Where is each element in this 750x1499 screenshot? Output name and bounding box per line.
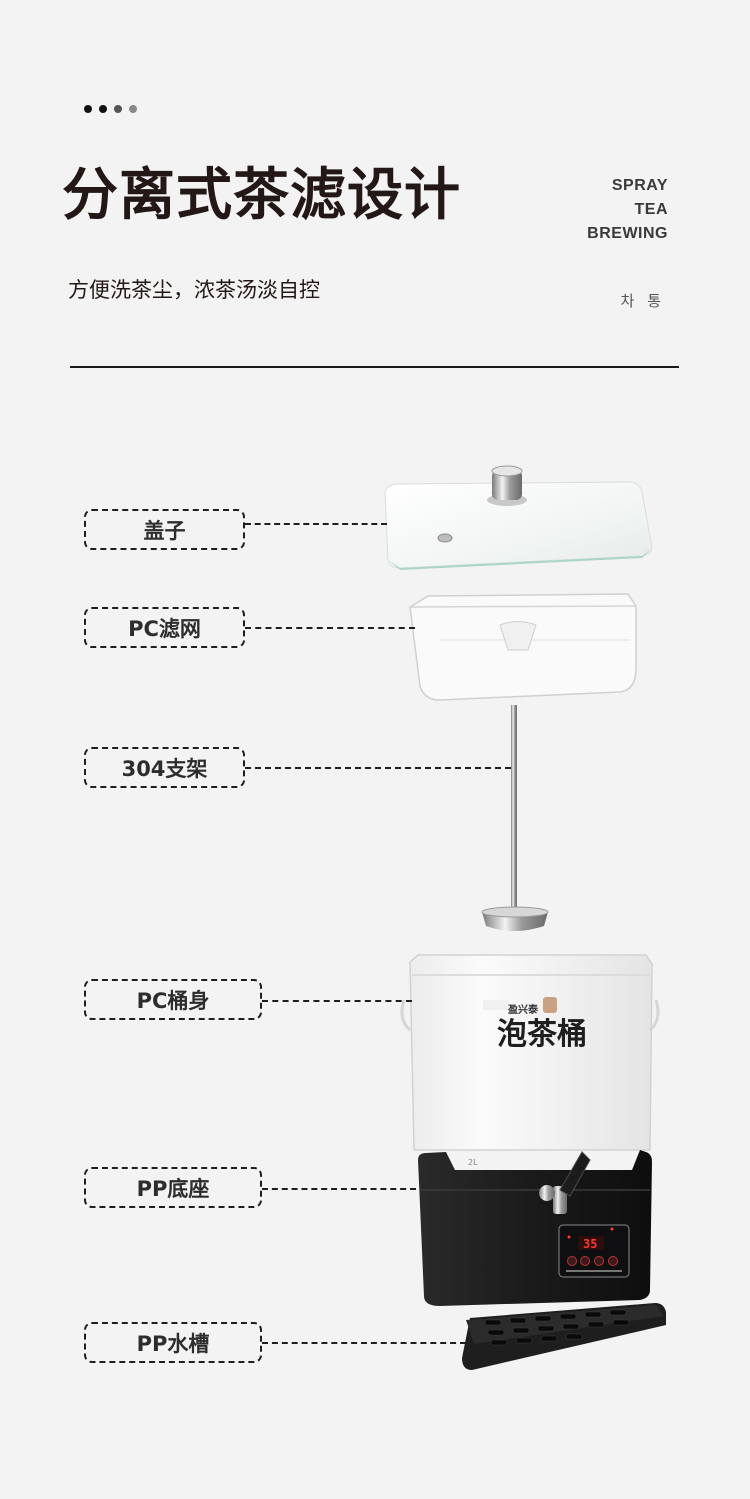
leader-line-304-stand	[245, 767, 511, 769]
capacity-mark: 2L	[468, 1158, 478, 1167]
page-title: 分离式茶滤设计	[62, 163, 461, 228]
dot	[114, 105, 122, 113]
stand-graphic	[481, 705, 549, 931]
korean-caption: 차 통	[620, 292, 665, 310]
barrel-brand-large: 泡茶桶	[497, 1017, 587, 1052]
dot	[129, 105, 137, 113]
leader-line-pc-filter	[245, 627, 415, 629]
english-tagline: SPRAY TEA BREWING	[587, 174, 668, 246]
tagline-line: BREWING	[587, 225, 668, 242]
part-label-lid: 盖子	[84, 509, 245, 550]
page-subtitle: 方便洗茶尘，浓茶汤淡自控	[68, 278, 320, 302]
tagline-line: TEA	[634, 201, 668, 218]
pagination-dots	[84, 105, 137, 113]
dot	[84, 105, 92, 113]
part-label-text: PC滤网	[128, 616, 201, 641]
barrel-brand-small: 盈兴泰	[507, 1003, 539, 1016]
part-label-text: 盖子	[143, 518, 186, 543]
part-label-304-stand: 304支架	[84, 747, 245, 788]
display-readout: 35	[583, 1237, 597, 1251]
part-label-pc-filter: PC滤网	[84, 607, 245, 648]
filter-graphic	[409, 593, 637, 701]
lid-graphic	[384, 465, 653, 570]
leader-line-lid	[245, 523, 387, 525]
part-label-text: PP底座	[136, 1176, 210, 1201]
barrel-graphic: 盈兴泰 泡茶桶 2L	[400, 954, 660, 1199]
part-label-text: PC桶身	[136, 988, 210, 1013]
dot	[99, 105, 107, 113]
part-label-pp-base: PP底座	[84, 1167, 262, 1208]
part-label-pc-barrel: PC桶身	[84, 979, 262, 1020]
leader-line-pp-drip-tray	[262, 1342, 466, 1344]
tagline-line: SPRAY	[611, 177, 668, 194]
part-label-pp-drip-tray: PP水槽	[84, 1322, 262, 1363]
leader-line-pc-barrel	[262, 1000, 412, 1002]
part-label-text: 304支架	[121, 756, 208, 781]
drip-tray-graphic	[462, 1303, 666, 1370]
part-label-text: PP水槽	[136, 1331, 210, 1356]
section-divider	[70, 366, 679, 368]
leader-line-pp-base	[262, 1188, 416, 1190]
base-graphic: 35	[418, 1150, 652, 1306]
